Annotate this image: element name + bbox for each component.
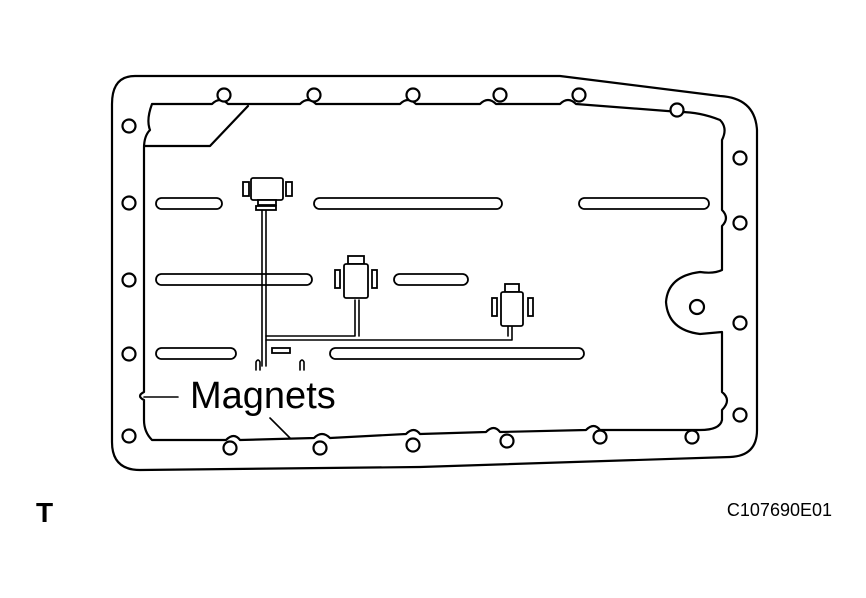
pan-ribs [155,197,710,360]
callout-leader-bottom [269,417,291,439]
pan-corner-rib [142,104,250,148]
bolt-hole [121,272,137,288]
magnets-callout-label: Magnets [190,375,336,417]
bolt-hole [732,315,748,331]
rib-slot [155,347,237,360]
bolt-hole [688,298,706,316]
bolt-hole [499,433,515,449]
bolt-hole [121,428,137,444]
magnet [299,359,305,371]
bolt-hole [405,87,421,103]
solenoid-valve [491,283,534,327]
rib-slot [393,273,469,286]
bolt-hole [405,437,421,453]
figure-code-label: C107690E01 [727,500,832,520]
wire-harness [261,207,513,367]
rib-slot [329,347,585,360]
bolt-hole [571,87,587,103]
bolt-hole [306,87,322,103]
pan-outer-flange [110,74,759,472]
bolt-hole [732,150,748,166]
bolt-hole [216,87,232,103]
pan-inner-flange [138,98,729,442]
rib-slot [578,197,710,210]
bolt-hole [669,102,685,118]
bolt-hole [592,429,608,445]
bolt-hole [312,440,328,456]
view-mark-label: T [36,497,53,528]
bolt-hole [732,407,748,423]
rib-slot [155,197,223,210]
magnet [255,359,261,371]
solenoid-valve [334,255,378,299]
rib-slot [313,197,503,210]
solenoid-valve [242,177,293,211]
bolt-hole [492,87,508,103]
flange-bolt-holes [121,87,748,456]
bolt-hole [121,195,137,211]
bolt-hole [121,346,137,362]
bolt-hole [732,215,748,231]
bolt-hole [684,429,700,445]
bolt-hole [121,118,137,134]
magnet [271,347,291,354]
rib-slot [155,273,313,286]
magnet-group [255,347,305,371]
bolt-hole [222,440,238,456]
